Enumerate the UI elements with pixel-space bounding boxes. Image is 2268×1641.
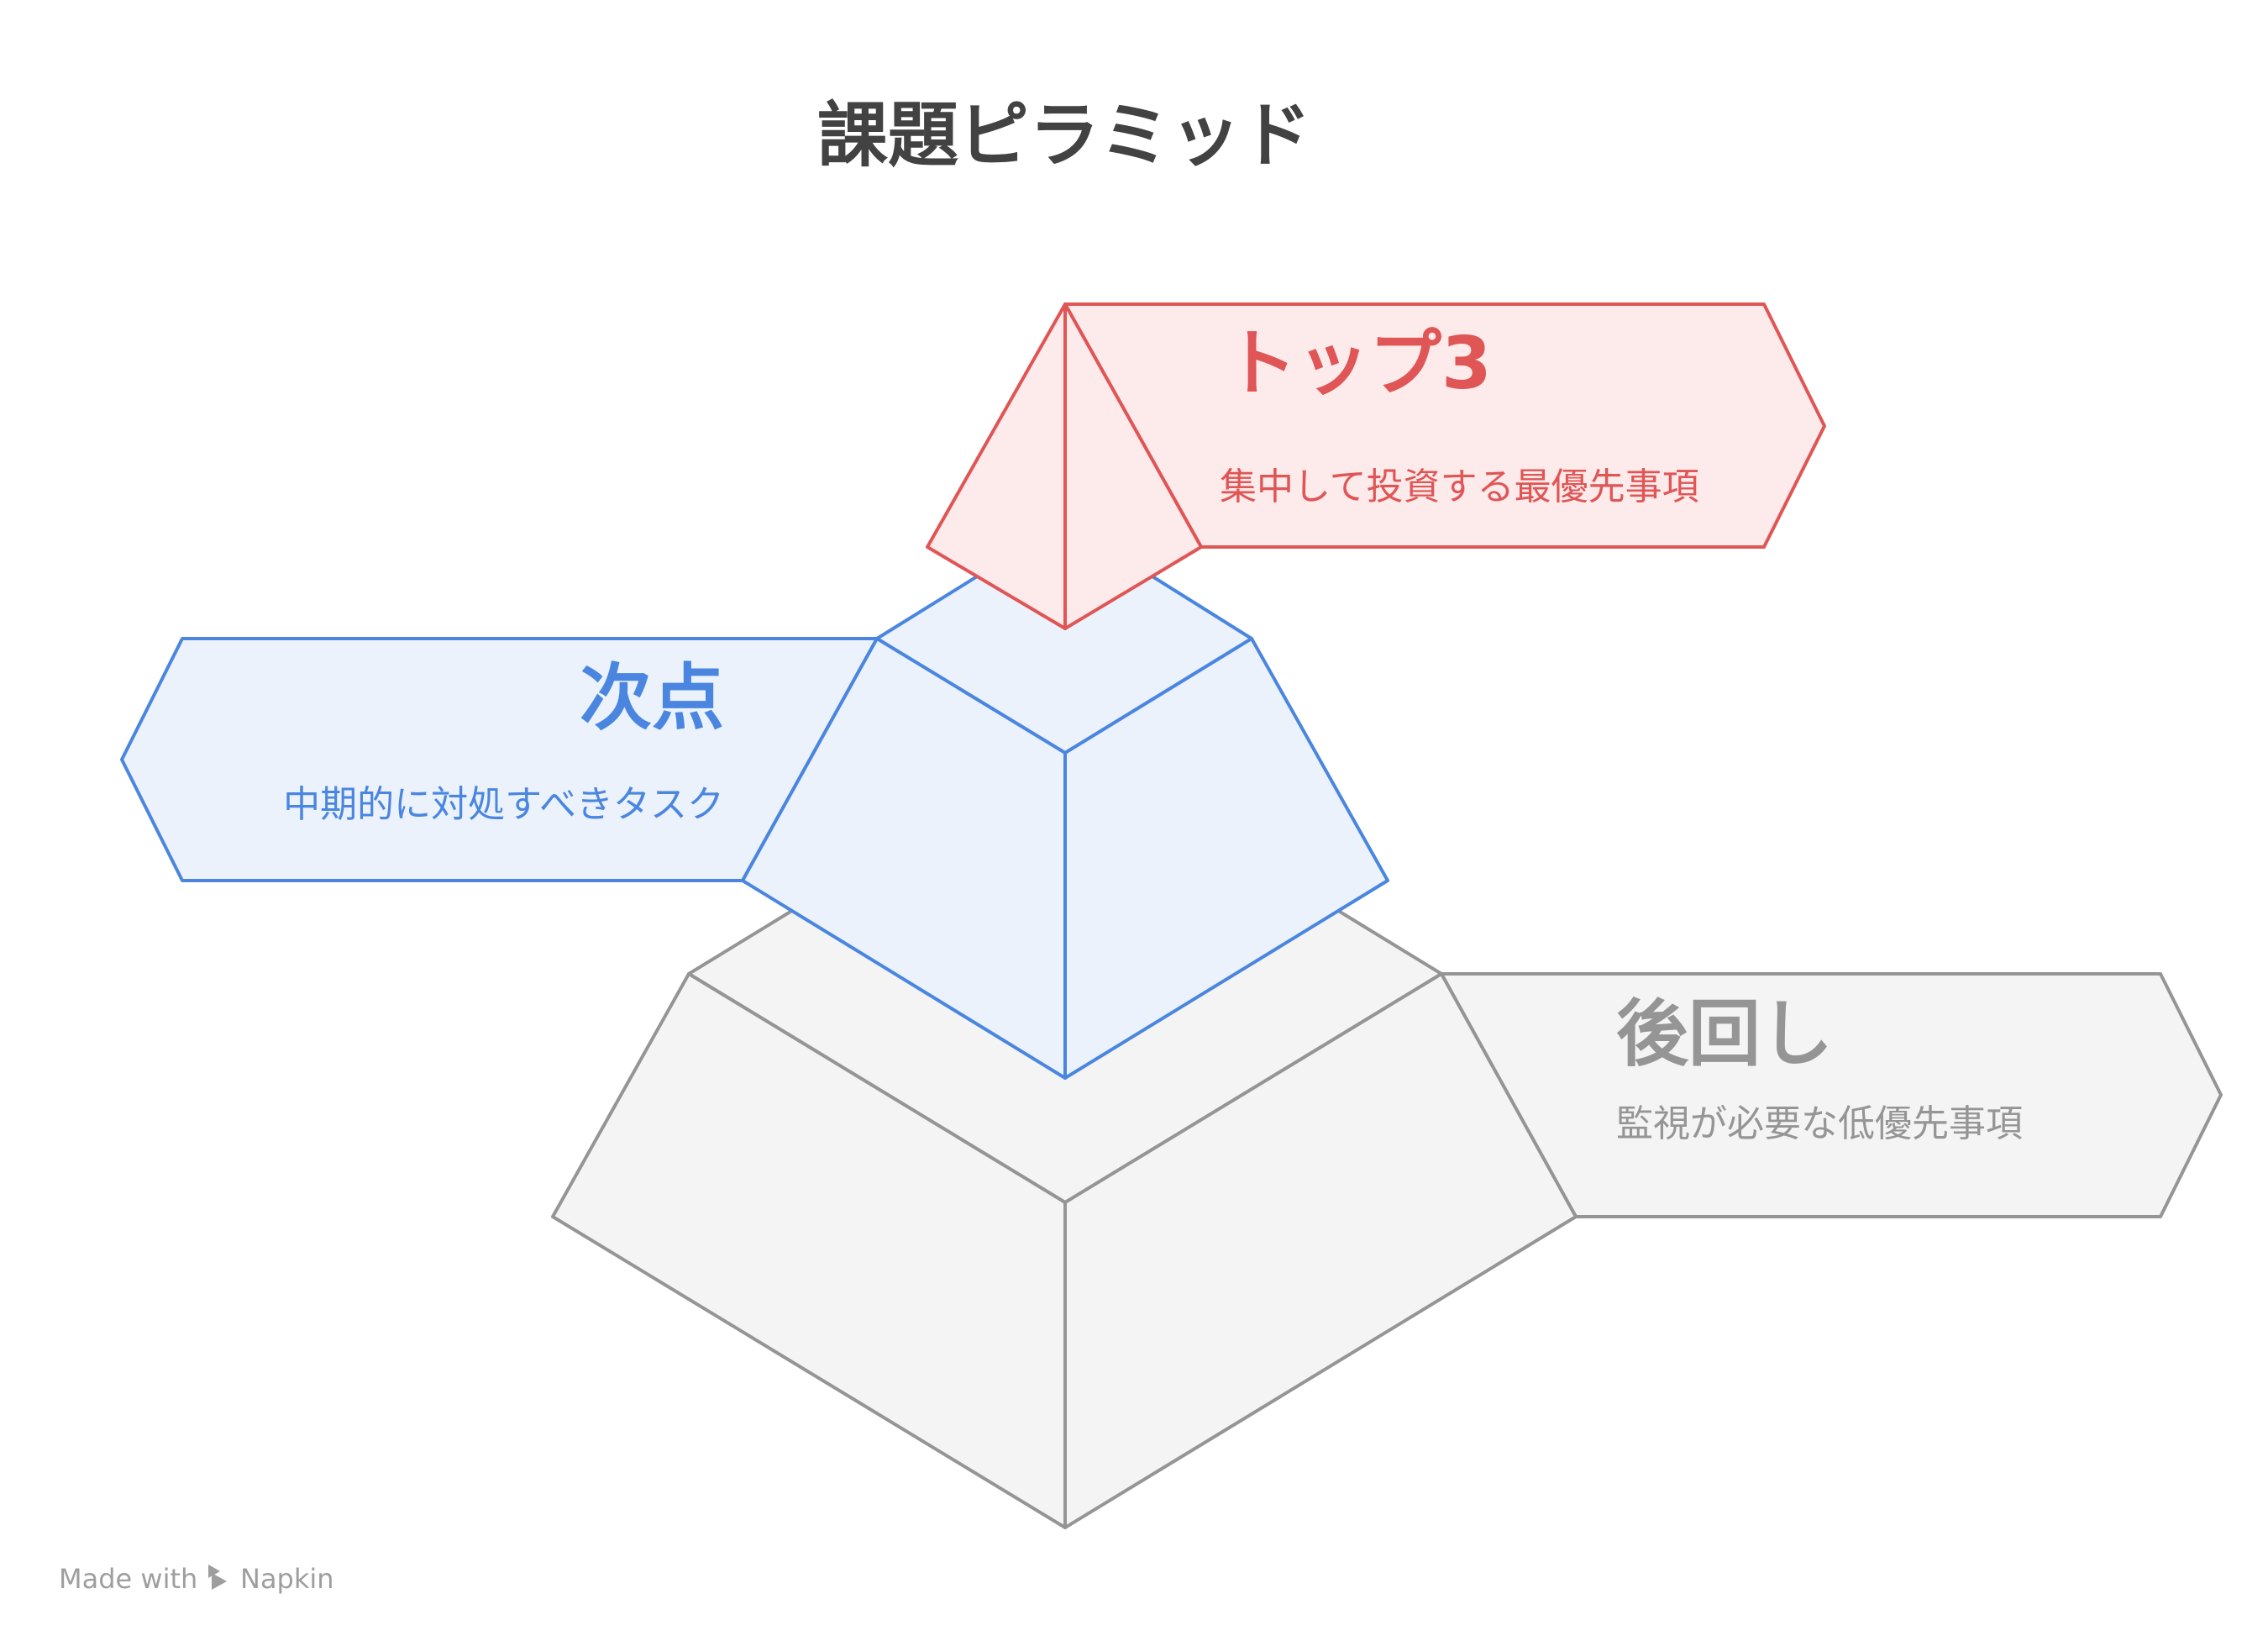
- tier-middle-right-face: [1063, 637, 1389, 1080]
- tier-bottom-heading: 後回し: [1616, 992, 1833, 1076]
- tier-bottom: [551, 742, 2223, 1529]
- watermark: Made with Napkin: [59, 1563, 334, 1595]
- tier-top-left-face: [926, 302, 1067, 630]
- tier-top-right-face: [1063, 302, 1203, 630]
- napkin-logo-icon: [208, 1565, 227, 1590]
- tier-middle-description: 中期的に対処すべきタスク: [283, 783, 724, 826]
- tier-middle-heading: 次点: [580, 656, 724, 740]
- tier-top-description: 集中して投資する最優先事項: [1220, 465, 1699, 508]
- tier-top-heading: トップ3: [1225, 322, 1492, 406]
- page-title: 課題ピラミッド: [817, 94, 1311, 176]
- tier-bottom-description: 監視が必要な低優先事項: [1616, 1102, 2023, 1145]
- tier-bottom-right-face: [1063, 972, 1578, 1529]
- watermark-brand: Napkin: [240, 1563, 334, 1595]
- watermark-prefix: Made with: [59, 1563, 197, 1595]
- tier-top: [926, 302, 1826, 630]
